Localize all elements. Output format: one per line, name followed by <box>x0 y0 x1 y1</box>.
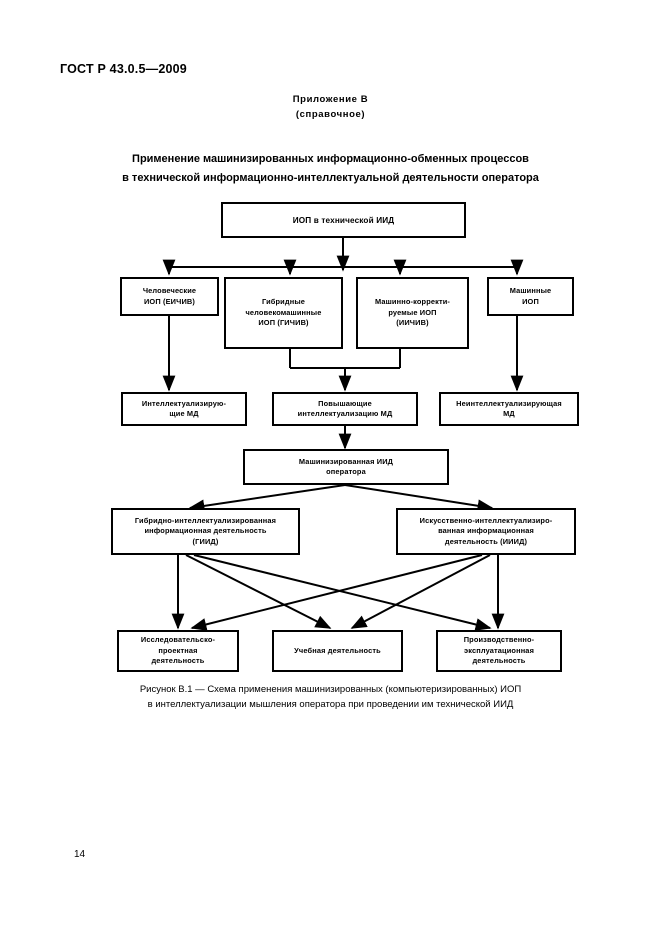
node-non-intellectualizing-md: Неинтеллектуализирующая МД <box>439 392 579 426</box>
node-research-design-activity-line3: деятельность <box>151 656 205 666</box>
node-hybrid-intellectualized-activity-line1: Гибридно-интеллектуализированная <box>134 515 277 525</box>
appendix-heading: Приложение В (справочное) <box>0 92 661 122</box>
node-hybrid-intellectualized-activity-line3: (ГИИД) <box>192 536 219 546</box>
node-increasing-intellectualization-md-line1: Повышающие <box>318 398 372 408</box>
node-machine-iop-line1: Машинные <box>509 286 552 295</box>
figure-title-line2: в технической информационно-интеллектуал… <box>122 172 539 184</box>
node-hybrid-iop: Гибридные человекомашинные ИОП (ГИЧИВ) <box>224 277 343 349</box>
node-educational-activity-line1: Учебная деятельность <box>294 645 381 655</box>
node-root: ИОП в технической ИИД <box>221 202 466 238</box>
node-human-iop: Человеческие ИОП (ЕИЧИВ) <box>120 277 219 316</box>
node-production-operation-activity: Производственно- эксплуатационная деятел… <box>436 630 562 672</box>
node-human-iop-line1: Человеческие <box>142 286 197 295</box>
node-intellectualizing-md-line1: Интеллектуализирую- <box>141 398 227 408</box>
standard-number-header: ГОСТ Р 43.0.5—2009 <box>60 62 187 76</box>
node-production-operation-activity-line3: деятельность <box>472 656 526 666</box>
node-artificial-intellectualized-activity-line3: деятельность (ИИИД) <box>444 536 528 546</box>
node-human-iop-line2: ИОП (ЕИЧИВ) <box>143 296 196 306</box>
node-machine-iop-line2: ИОП <box>522 296 539 306</box>
node-machinized-iid: Машинизированная ИИД оператора <box>243 449 449 485</box>
node-machine-corrected-iop-line1: Машинно-корректи- <box>374 297 451 307</box>
figure-caption-line1: Рисунок В.1 — Схема применения машинизир… <box>139 684 522 695</box>
node-educational-activity: Учебная деятельность <box>272 630 403 672</box>
appendix-sublabel: (справочное) <box>295 109 366 120</box>
node-production-operation-activity-line1: Производственно- <box>463 635 535 645</box>
node-machinized-iid-line1: Машинизированная ИИД <box>298 456 394 466</box>
node-artificial-intellectualized-activity-line1: Искусственно-интеллектуализиро- <box>419 515 553 525</box>
figure-title-line1: Применение машинизированных информационн… <box>132 153 529 165</box>
figure-caption-line2: в интеллектуализации мышления оператора … <box>147 699 514 710</box>
figure-title: Применение машинизированных информационн… <box>0 150 661 188</box>
node-machine-corrected-iop: Машинно-корректи- руемые ИОП (ИИЧИВ) <box>356 277 469 349</box>
figure-caption: Рисунок В.1 — Схема применения машинизир… <box>0 682 661 712</box>
node-production-operation-activity-line2: эксплуатационная <box>463 645 535 655</box>
node-intellectualizing-md: Интеллектуализирую- щие МД <box>121 392 247 426</box>
node-machine-corrected-iop-line2: руемые ИОП <box>388 307 437 317</box>
node-hybrid-iop-line1: Гибридные <box>261 297 306 307</box>
node-hybrid-intellectualized-activity: Гибридно-интеллектуализированная информа… <box>111 508 300 555</box>
node-machine-corrected-iop-line3: (ИИЧИВ) <box>396 318 429 328</box>
node-hybrid-intellectualized-activity-line2: информационная деятельность <box>144 526 267 536</box>
node-increasing-intellectualization-md-line2: интеллектуализацию МД <box>297 409 393 418</box>
node-hybrid-iop-line2: человекомашинные <box>245 307 322 317</box>
node-artificial-intellectualized-activity: Искусственно-интеллектуализиро- ванная и… <box>396 508 576 555</box>
appendix-label: Приложение В <box>292 94 369 105</box>
page-number: 14 <box>74 849 86 860</box>
node-research-design-activity-line1: Исследовательско- <box>140 635 216 645</box>
node-machinized-iid-line2: оператора <box>326 467 366 476</box>
node-intellectualizing-md-line2: щие МД <box>169 409 199 418</box>
node-hybrid-iop-line3: ИОП (ГИЧИВ) <box>258 318 309 328</box>
node-artificial-intellectualized-activity-line2: ванная информационная <box>438 526 534 536</box>
node-non-intellectualizing-md-line1: Неинтеллектуализирующая <box>456 398 562 408</box>
node-increasing-intellectualization-md: Повышающие интеллектуализацию МД <box>272 392 418 426</box>
node-root-label: ИОП в технической ИИД <box>292 215 395 225</box>
node-machine-iop: Машинные ИОП <box>487 277 574 316</box>
node-non-intellectualizing-md-line2: МД <box>503 409 515 418</box>
node-research-design-activity-line2: проектная <box>158 645 198 655</box>
node-research-design-activity: Исследовательско- проектная деятельность <box>117 630 239 672</box>
